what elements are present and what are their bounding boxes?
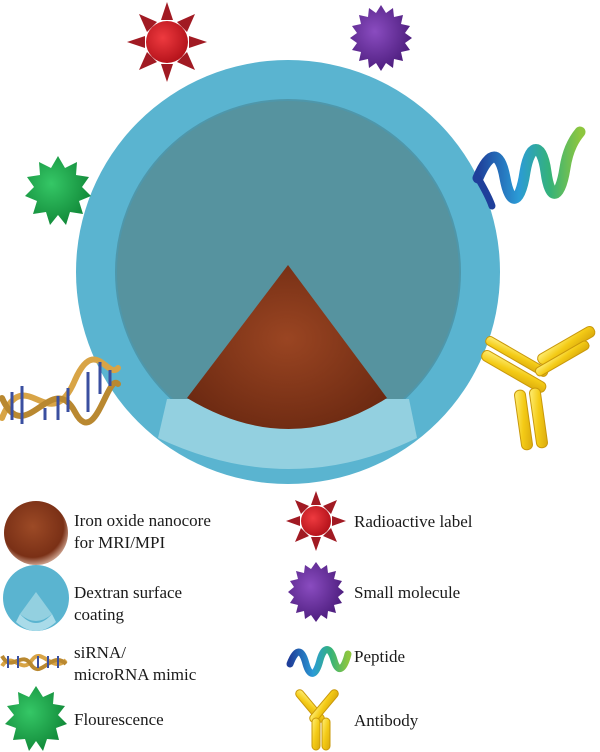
- legend-radioactive-icon: [286, 491, 346, 551]
- legend-label-flourescence: Flourescence: [74, 710, 164, 729]
- antibody-icon: [481, 326, 596, 451]
- flourescence-icon: [25, 156, 91, 225]
- legend-small-molecule-icon: [288, 562, 344, 622]
- legend-label-small-molecule: Small molecule: [354, 583, 461, 602]
- small-molecule-icon: [350, 5, 412, 71]
- legend-label-peptide: Peptide: [354, 647, 405, 666]
- legend-iron-oxide-icon: [4, 501, 68, 565]
- legend-label-antibody: Antibody: [354, 711, 419, 730]
- peptide-icon: [472, 126, 586, 210]
- legend-peptide-icon: [286, 646, 352, 677]
- radioactive-label-icon: [127, 2, 207, 82]
- legend-dextran-icon: [3, 565, 69, 631]
- legend-label-sirna: siRNA/ microRNA mimic: [74, 643, 197, 684]
- sirna-icon: [0, 356, 121, 426]
- legend-label-dextran: Dextran surface coating: [74, 583, 183, 624]
- legend-antibody-icon: [295, 689, 339, 751]
- nanoparticle: [76, 60, 500, 484]
- legend-label-radioactive: Radioactive label: [354, 512, 473, 531]
- iron-oxide-core: [187, 265, 387, 429]
- legend-label-iron-oxide: Iron oxide nanocore for MRI/MPI: [74, 511, 211, 552]
- legend-flourescence-icon: [5, 686, 67, 751]
- dextran-wedge-light: [158, 399, 417, 469]
- legend-sirna-icon: [0, 654, 68, 671]
